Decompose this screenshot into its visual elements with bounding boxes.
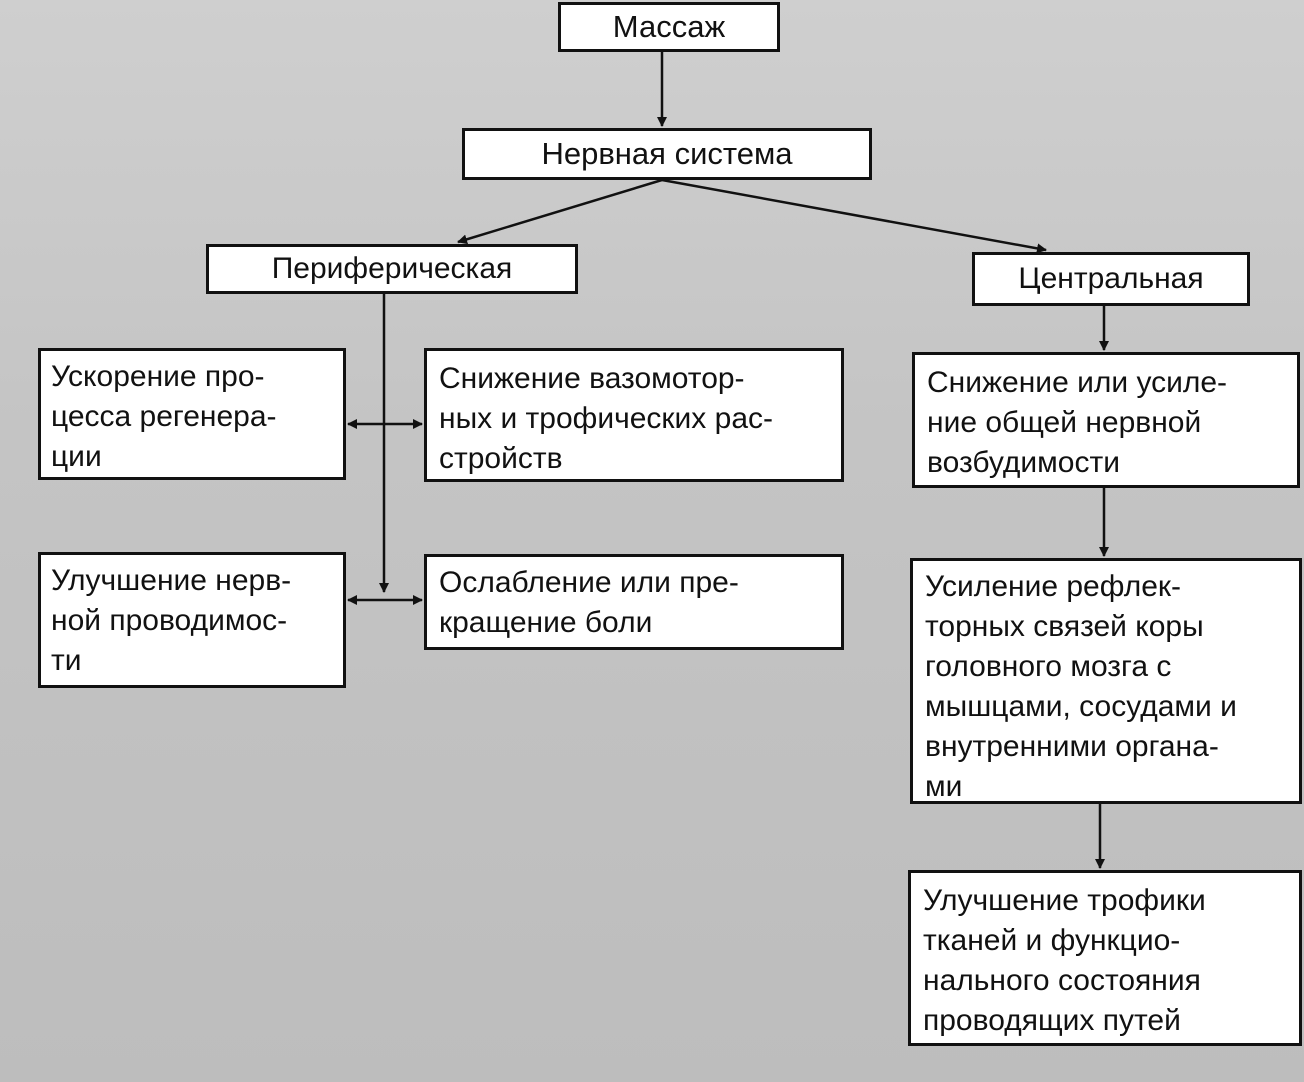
node-pain-line: Ослабление или пре- <box>439 566 739 599</box>
node-excitability-line: возбудимости <box>927 446 1120 479</box>
node-excitability: Снижение или усиле- ние общей нервной во… <box>912 352 1300 488</box>
node-conductivity: Улучшение нерв- ной проводимос- ти <box>38 552 346 688</box>
node-pain-line: кращение боли <box>439 606 653 639</box>
node-regeneration-line: Ускорение про- <box>51 360 265 393</box>
node-trophic-line: проводящих путей <box>923 1004 1181 1037</box>
node-trophic: Улучшение трофики тканей и функцио- наль… <box>908 870 1302 1046</box>
node-regeneration-line: ции <box>51 440 102 473</box>
node-massage-label: Массаж <box>612 9 726 44</box>
node-reflex-line: мышцами, сосудами и <box>925 690 1237 723</box>
node-vasomotor: Снижение вазомотор- ных и трофических ра… <box>424 348 844 482</box>
node-reflex-line: ми <box>925 770 963 803</box>
node-reflex: Усиление рефлек- торных связей коры голо… <box>910 558 1302 804</box>
node-reflex-line: внутренними органа- <box>925 730 1219 763</box>
node-trophic-line: тканей и функцио- <box>923 924 1181 957</box>
node-excitability-line: ние общей нервной <box>927 406 1202 439</box>
node-reflex-line: торных связей коры <box>925 610 1204 643</box>
node-conductivity-line: ти <box>51 644 82 677</box>
node-pain: Ослабление или пре- кращение боли <box>424 554 844 650</box>
node-vasomotor-line: стройств <box>439 442 563 475</box>
node-vasomotor-line: Снижение вазомотор- <box>439 362 745 395</box>
node-reflex-line: Усиление рефлек- <box>925 570 1182 603</box>
node-nervous-system-label: Нервная система <box>541 136 793 171</box>
node-excitability-line: Снижение или усиле- <box>927 366 1228 399</box>
node-regeneration: Ускорение про- цесса регенера- ции <box>38 348 346 480</box>
node-central-label: Центральная <box>1018 262 1204 295</box>
node-central: Центральная <box>972 252 1250 306</box>
node-massage: Массаж <box>558 2 780 52</box>
node-conductivity-line: ной проводимос- <box>51 604 288 637</box>
node-reflex-line: головного мозга с <box>925 650 1172 683</box>
node-conductivity-line: Улучшение нерв- <box>51 564 292 597</box>
node-peripheral-label: Периферическая <box>271 252 513 285</box>
arrow-nervous-system-to-peripheral <box>457 178 663 245</box>
node-peripheral: Периферическая <box>206 244 578 294</box>
node-vasomotor-line: ных и трофических рас- <box>439 402 773 435</box>
node-trophic-line: Улучшение трофики <box>923 884 1206 917</box>
node-regeneration-line: цесса регенера- <box>51 400 277 433</box>
node-trophic-line: нального состояния <box>923 964 1201 997</box>
arrow-nervous-system-to-central <box>661 178 1047 254</box>
node-nervous-system: Нервная система <box>462 128 872 180</box>
